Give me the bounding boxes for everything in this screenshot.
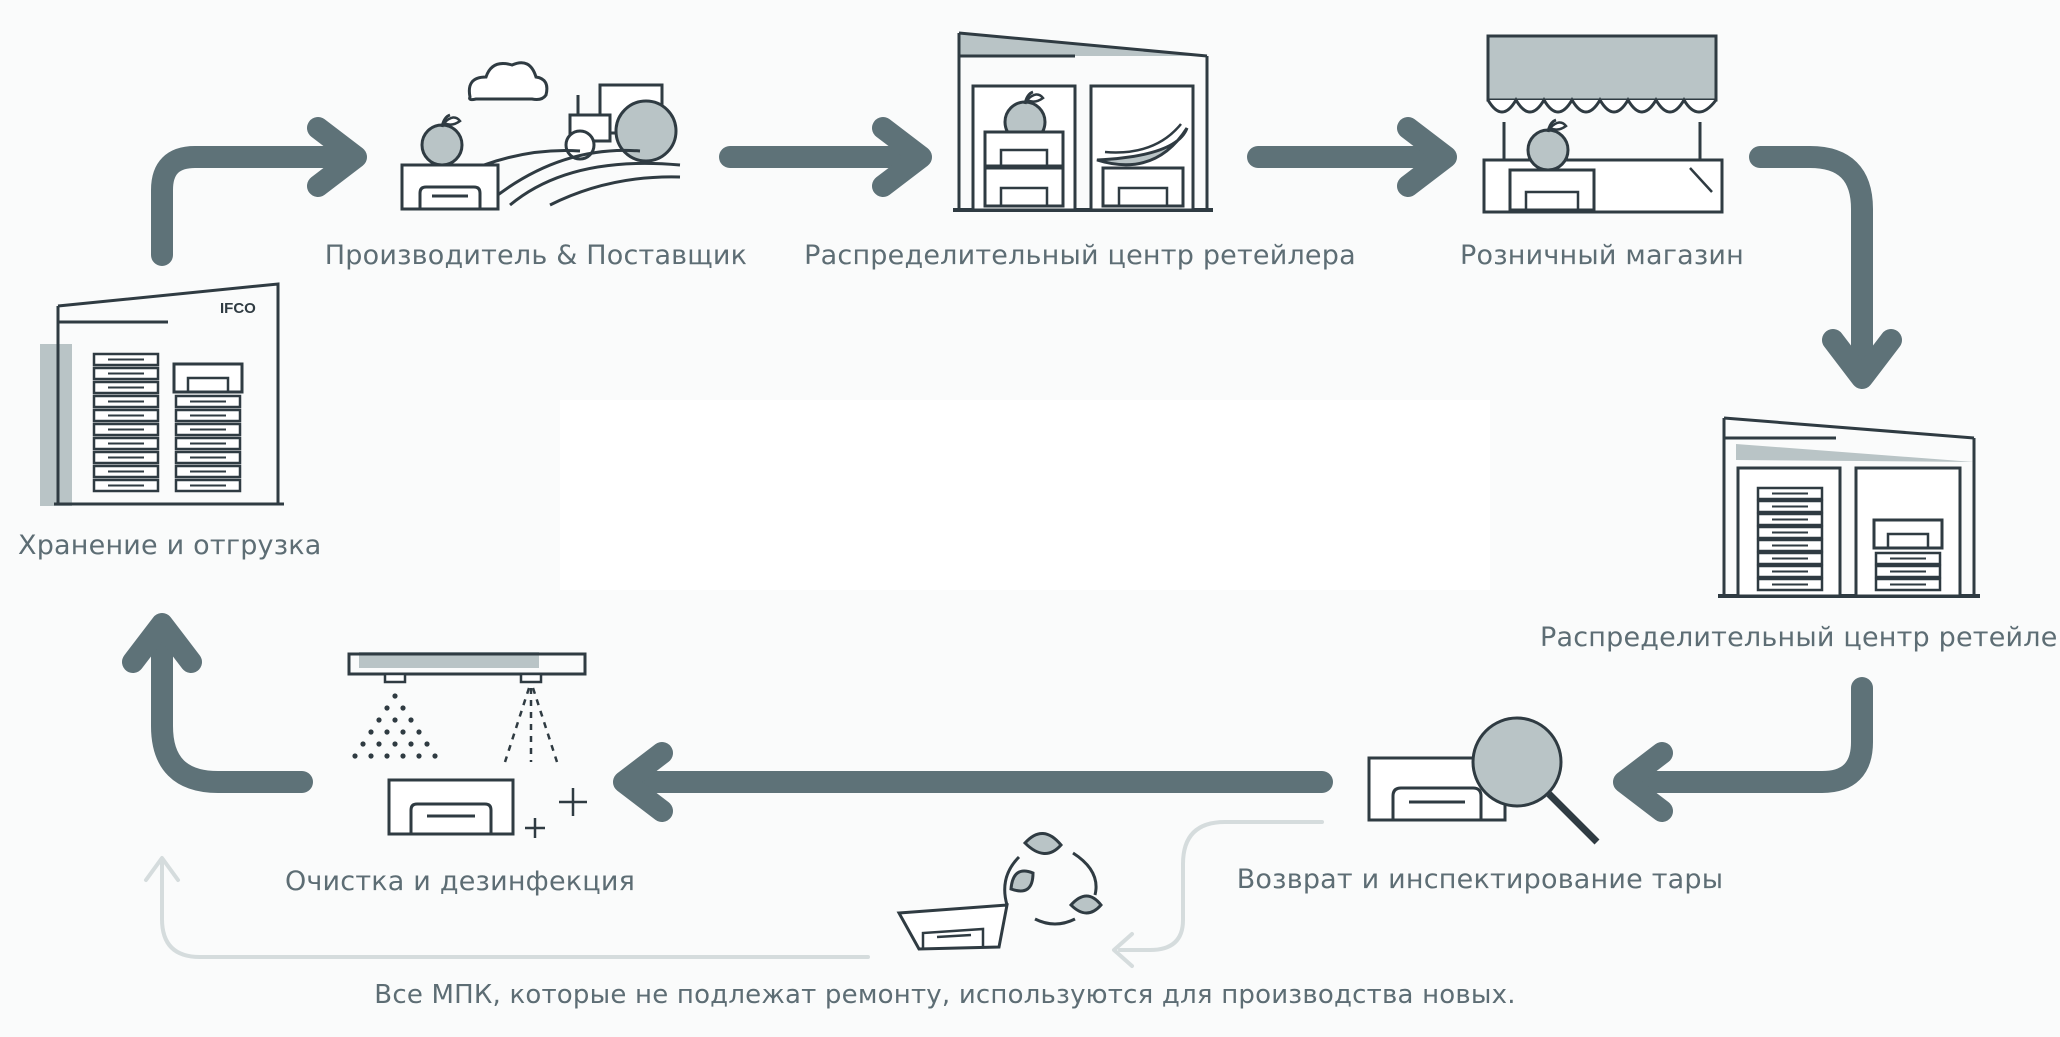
- store-icon: [1482, 34, 1724, 214]
- stacked-crates-left: [1756, 486, 1824, 592]
- spray-dots: [352, 693, 438, 759]
- recycle-icon: [896, 832, 1103, 951]
- sparkle-icons: [525, 788, 587, 838]
- farm-icon: [400, 61, 681, 211]
- storage-warehouse-icon: IFCO: [40, 282, 284, 506]
- arrow-head-4: [1822, 329, 1902, 389]
- label-dc-top: Распределительный центр ретейлера: [804, 240, 1356, 271]
- recycle-note: Все МПК, которые не подлежат ремонту, ис…: [374, 980, 1516, 1010]
- arrow-retail-to-dc: [1749, 146, 1873, 373]
- label-storage: Хранение и отгрузка: [18, 530, 322, 561]
- arrow-head-5: [1613, 742, 1673, 822]
- arrow-recycle-out: [160, 858, 870, 959]
- stacked-crates-left: [92, 352, 160, 493]
- arrow-recycle-in: [1118, 820, 1324, 952]
- arrow-recycle-out-head: [144, 856, 180, 882]
- label-dc-right: Распределительный центр ретейлера: [1540, 622, 2060, 653]
- label-return-inspection: Возврат и инспектирование тары: [1236, 864, 1724, 895]
- label-producer: Производитель & Поставщик: [324, 240, 748, 271]
- spray-lines: [503, 687, 559, 763]
- stacked-crates-right: [174, 394, 242, 493]
- arrow-head-1: [307, 117, 367, 197]
- arrow-dc-to-return: [1629, 677, 1873, 793]
- arrow-head-7: [122, 613, 202, 673]
- label-retail-store: Розничный магазин: [1459, 240, 1745, 271]
- arrow-head-6: [613, 742, 673, 822]
- warehouse-icon-top: [953, 31, 1213, 212]
- ifco-sign: IFCO: [220, 300, 256, 317]
- arrow-recycle-in-head: [1112, 932, 1134, 968]
- warehouse-icon-right: [1718, 416, 1980, 598]
- cleaning-icon: [347, 652, 587, 838]
- inspection-icon: [1367, 716, 1600, 845]
- arrow-cleaning-to-storage: [151, 629, 313, 793]
- blank-center-area: [560, 400, 1490, 590]
- arrow-head-2: [872, 117, 932, 197]
- label-cleaning: Очистка и дезинфекция: [284, 866, 636, 897]
- arrow-storage-to-producer: [151, 146, 351, 266]
- arrow-head-3: [1397, 117, 1457, 197]
- cycle-arrows: [122, 117, 1902, 968]
